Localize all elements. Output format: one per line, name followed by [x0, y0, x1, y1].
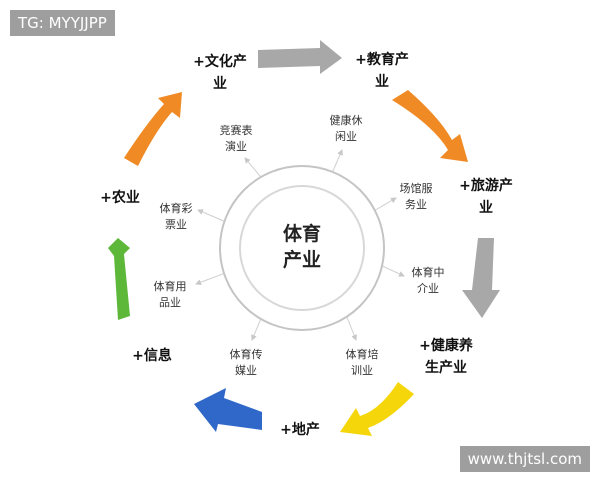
hub-inner-ring	[239, 185, 365, 311]
industry-tourism-line1: +旅游产	[459, 177, 513, 194]
orange-arrow-top-right	[392, 90, 468, 162]
green-arrow-left	[108, 238, 130, 320]
industry-health-line1: +健康养	[419, 337, 474, 354]
center-label-line2: 产业	[283, 248, 321, 271]
gray-arrow-right	[462, 238, 500, 318]
subsector-training-line2: 训业	[351, 364, 373, 377]
subsector-goods-line1: 体育用	[154, 279, 187, 293]
industry-real-estate: +地产	[280, 421, 320, 438]
yellow-arrow-bottom-right	[340, 382, 414, 436]
industry-information: +信息	[132, 347, 172, 364]
gray-arrow-top	[258, 40, 342, 74]
sub-sector-labels: 竞赛表 演业 健康休 闲业 场馆服 务业 体育中 介业 体育培 训业 体育传 媒…	[154, 113, 445, 377]
spoke-line	[379, 264, 405, 277]
subsector-media-line1: 体育传	[230, 347, 263, 361]
orange-arrow-top-left	[124, 92, 182, 166]
subsector-training-line1: 体育培	[346, 347, 379, 361]
subsector-lottery-line1: 体育彩	[160, 201, 193, 215]
spoke-line	[197, 209, 227, 223]
subsector-lottery-line2: 票业	[165, 218, 187, 231]
spoke-line	[251, 315, 263, 341]
subsector-competition-line1: 竞赛表	[220, 123, 253, 137]
industry-health-line2: 生产业	[425, 359, 467, 376]
center-label-line1: 体育	[283, 222, 321, 245]
industry-labels: +文化产 业 +教育产 业 +旅游产 业 +健康养 生产业 +地产 +信息 +农…	[100, 51, 513, 438]
subsector-goods-line2: 品业	[159, 296, 181, 309]
industry-culture-line1: +文化产	[193, 53, 247, 70]
subsector-competition-line2: 演业	[225, 139, 247, 153]
subsector-agency-line1: 体育中	[412, 265, 445, 279]
watermark-top-left: TG: MYYJJPP	[10, 10, 115, 36]
subsector-leisure-line1: 健康休	[330, 113, 363, 127]
industry-education-line2: 业	[375, 74, 389, 90]
industry-culture-line2: 业	[213, 76, 227, 92]
subsector-agency-line2: 介业	[417, 282, 439, 295]
blue-arrow-bottom	[194, 388, 262, 432]
subsector-media-line2: 媒业	[235, 364, 257, 377]
industry-agriculture: +农业	[100, 189, 140, 206]
subsector-leisure-line2: 闲业	[335, 129, 357, 143]
industry-tourism-line2: 业	[479, 200, 493, 216]
spoke-line	[195, 271, 229, 286]
industry-education-line1: +教育产	[355, 51, 409, 68]
cycle-arrows	[108, 40, 500, 436]
subsector-venue-line2: 务业	[405, 198, 427, 211]
spoke-line	[371, 197, 397, 213]
subsector-venue-line1: 场馆服	[400, 181, 433, 195]
watermark-bottom-right: www.thjtsl.com	[459, 446, 590, 472]
center-hub: 体育 产业	[219, 165, 385, 331]
